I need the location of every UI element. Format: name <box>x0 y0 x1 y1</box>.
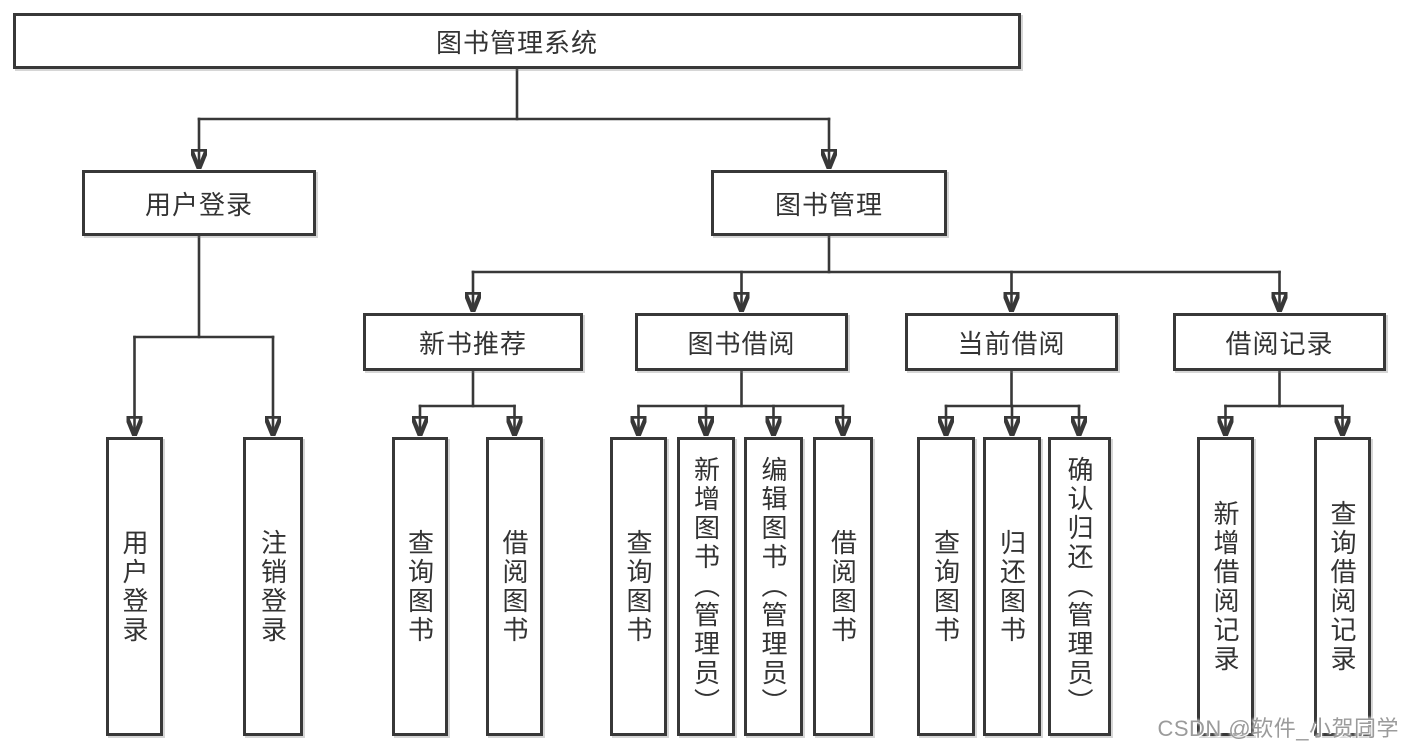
node-label: 确认归还（管理员） <box>1064 456 1094 717</box>
node-user-login: 用户登录 <box>82 170 316 236</box>
node-label: 当前借阅 <box>957 328 1066 359</box>
node-label: 查询图书 <box>623 528 653 645</box>
node-label: 用户登录 <box>119 528 149 645</box>
connector-user-login-to-leaves <box>135 234 274 434</box>
leaf-current-query-books: 查询图书 <box>917 437 975 736</box>
node-label: 借阅记录 <box>1225 328 1334 359</box>
leaf-newbook-borrow-books: 借阅图书 <box>486 437 543 736</box>
connector-book-borrowing-to-leaves <box>639 369 844 434</box>
node-label: 注销登录 <box>257 528 288 645</box>
connector-borrowing-records-to-leaves <box>1226 369 1343 434</box>
connector-current-borrowing-to-leaves <box>946 369 1079 434</box>
node-label: 新书推荐 <box>418 328 527 359</box>
leaf-borrowing-borrow-books: 借阅图书 <box>813 437 873 736</box>
node-label: 新增图书（管理员） <box>690 456 721 717</box>
leaf-user-login: 用户登录 <box>106 437 163 736</box>
node-current-borrowing: 当前借阅 <box>905 313 1118 371</box>
node-label: 用户登录 <box>144 189 253 220</box>
leaf-logout: 注销登录 <box>243 437 303 736</box>
node-new-book-recommendation: 新书推荐 <box>363 313 583 371</box>
node-book-borrowing: 图书借阅 <box>635 313 848 371</box>
node-label: 编辑图书（管理员） <box>758 456 788 717</box>
leaf-borrowing-add-books-admin: 新增图书（管理员） <box>677 437 735 736</box>
csdn-watermark: CSDN @软件_小贺同学 <box>1157 716 1399 741</box>
node-label: 借阅图书 <box>499 528 529 645</box>
connector-book-management-to-level3 <box>473 234 1280 310</box>
node-label: 归还图书 <box>996 528 1027 645</box>
node-label: 新增借阅记录 <box>1210 499 1240 674</box>
leaf-current-confirm-return-admin: 确认归还（管理员） <box>1048 437 1111 736</box>
leaf-current-return-books: 归还图书 <box>983 437 1041 736</box>
leaf-records-query-record: 查询借阅记录 <box>1314 437 1371 736</box>
node-label: 图书借阅 <box>687 328 796 359</box>
node-label: 图书管理系统 <box>435 27 598 58</box>
node-label: 查询图书 <box>404 528 435 645</box>
node-label: 图书管理 <box>774 189 883 220</box>
leaf-newbook-query-books: 查询图书 <box>392 437 448 736</box>
node-label: 查询借阅记录 <box>1327 499 1357 674</box>
leaf-borrowing-query-books: 查询图书 <box>610 437 667 736</box>
node-borrowing-records: 借阅记录 <box>1173 313 1386 371</box>
node-label: 借阅图书 <box>827 528 858 645</box>
node-book-management: 图书管理 <box>711 170 947 236</box>
node-label: 查询图书 <box>930 528 961 645</box>
node-library-system: 图书管理系统 <box>13 13 1021 69</box>
connector-new-book-to-leaves <box>420 369 515 434</box>
leaf-borrowing-edit-books-admin: 编辑图书（管理员） <box>744 437 803 736</box>
connector-root-to-level2 <box>199 67 829 167</box>
leaf-records-add-record: 新增借阅记录 <box>1197 437 1254 736</box>
